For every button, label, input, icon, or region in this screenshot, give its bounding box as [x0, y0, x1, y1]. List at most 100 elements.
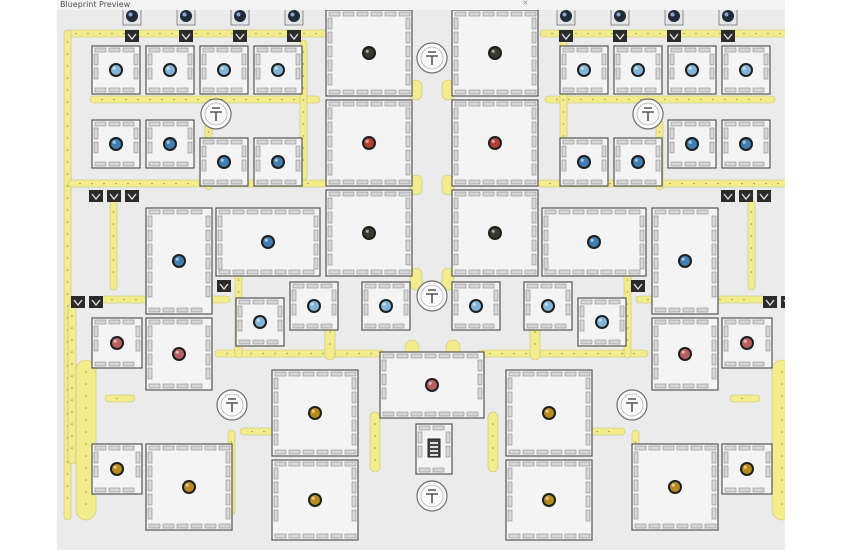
furnace-module — [451, 10, 539, 97]
crafter-module — [289, 281, 339, 331]
item-dark-icon — [364, 48, 374, 58]
inserter-icon — [179, 30, 193, 42]
radar-icon — [200, 98, 232, 130]
conveyor-belt — [89, 95, 321, 104]
blueprint-board[interactable] — [57, 10, 785, 550]
crafter-module — [145, 45, 195, 95]
inserter-icon — [125, 190, 139, 202]
lab-module — [379, 351, 485, 419]
output-port-icon — [610, 10, 630, 26]
conveyor-belt — [487, 411, 499, 473]
item-crystal-icon — [219, 65, 229, 75]
item-gold-icon — [742, 464, 752, 474]
item-gold-icon — [310, 408, 320, 418]
conveyor-belt — [729, 394, 761, 403]
item-gold-icon — [112, 464, 122, 474]
item-crystal-icon — [309, 301, 319, 311]
conveyor-belt — [771, 359, 785, 521]
inserter-icon — [721, 190, 735, 202]
crafter-module — [667, 119, 717, 169]
item-pink-icon — [742, 338, 752, 348]
item-dark-icon — [490, 48, 500, 58]
item-crystal-icon — [273, 65, 283, 75]
crafter-module — [523, 281, 573, 331]
title-bar — [57, 0, 785, 10]
inserter-icon — [89, 296, 103, 308]
inserter-icon — [217, 280, 231, 292]
item-crystal-icon — [687, 65, 697, 75]
inserter-icon — [559, 30, 573, 42]
crafter-module — [559, 137, 609, 187]
item-crystal-icon — [543, 301, 553, 311]
item-gold-icon — [544, 495, 554, 505]
conveyor-belt — [409, 267, 423, 291]
item-blue-icon — [589, 237, 599, 247]
close-icon[interactable]: × — [522, 0, 529, 7]
crafter-module — [721, 119, 771, 169]
item-pink-icon — [680, 349, 690, 359]
conveyor-belt — [67, 303, 77, 465]
output-port-icon — [718, 10, 738, 26]
assembler-module — [505, 369, 593, 457]
furnace-module — [325, 10, 413, 97]
output-port-icon — [664, 10, 684, 26]
radar-icon — [416, 280, 448, 312]
item-crystal-icon — [381, 301, 391, 311]
crafter-module — [613, 45, 663, 95]
item-crystal-icon — [111, 65, 121, 75]
item-pink-icon — [427, 380, 437, 390]
refinery-module — [651, 317, 719, 391]
crafter-module — [91, 119, 141, 169]
assembler-module — [631, 443, 719, 531]
furnace-module — [451, 99, 539, 187]
item-blue-icon — [219, 157, 229, 167]
radar-icon — [416, 42, 448, 74]
conveyor-belt — [214, 349, 386, 358]
radar-icon — [632, 98, 664, 130]
crafter-module — [577, 297, 627, 347]
output-port-icon — [176, 10, 196, 26]
item-gold-icon — [310, 495, 320, 505]
crafter-module — [721, 443, 773, 495]
crafter-module — [721, 45, 771, 95]
output-port-icon — [122, 10, 142, 26]
item-gold-icon — [670, 482, 680, 492]
furnace-module — [325, 189, 413, 277]
window-title: Blueprint Preview — [60, 0, 131, 9]
item-red-icon — [364, 138, 374, 148]
item-dark-icon — [490, 228, 500, 238]
item-blue-icon — [111, 139, 121, 149]
refinery-module — [215, 207, 321, 277]
crafter-module — [145, 119, 195, 169]
crafter-module — [451, 281, 501, 331]
crafter-module — [559, 45, 609, 95]
item-gold-icon — [184, 482, 194, 492]
item-crystal-icon — [579, 65, 589, 75]
item-crystal-icon — [597, 317, 607, 327]
item-blue-icon — [273, 157, 283, 167]
item-blue-icon — [263, 237, 273, 247]
crafter-module — [613, 137, 663, 187]
inserter-icon — [631, 280, 645, 292]
output-port-icon — [230, 10, 250, 26]
inserter-icon — [781, 296, 785, 308]
item-pink-icon — [112, 338, 122, 348]
conveyor-belt — [539, 29, 785, 38]
item-dark-icon — [364, 228, 374, 238]
item-blue-icon — [579, 157, 589, 167]
conveyor-belt — [109, 199, 118, 291]
conveyor-belt — [75, 359, 97, 521]
inserter-icon — [757, 190, 771, 202]
conveyor-belt — [747, 199, 756, 291]
output-port-icon — [556, 10, 576, 26]
item-crystal-icon — [471, 301, 481, 311]
item-blue-icon — [741, 139, 751, 149]
item-blue-icon — [680, 256, 690, 266]
item-gold-icon — [544, 408, 554, 418]
assembler-module — [271, 369, 359, 457]
inserter-icon — [71, 296, 85, 308]
crafter-module — [253, 137, 303, 187]
terminal-icon — [427, 438, 441, 458]
item-pink-icon — [174, 349, 184, 359]
